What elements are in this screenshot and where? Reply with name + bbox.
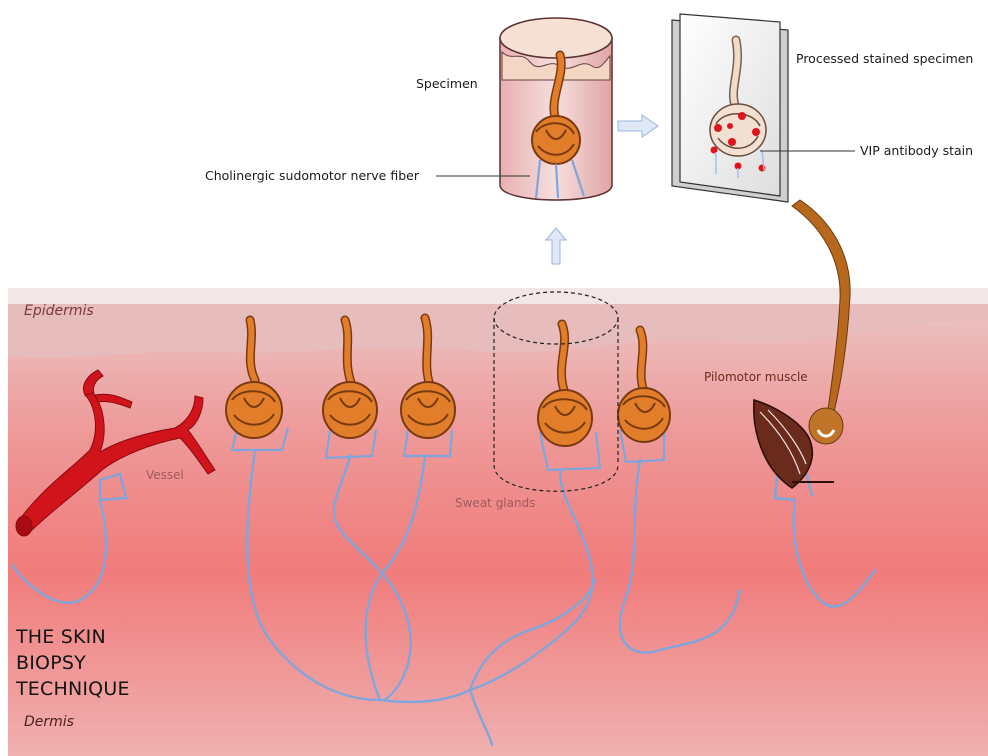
title-line-3: TECHNIQUE xyxy=(16,676,130,702)
specimen-label: Specimen xyxy=(416,76,478,91)
title-line-1: THE SKIN xyxy=(16,624,130,650)
title-line-2: BIOPSY xyxy=(16,650,130,676)
cholinergic-label: Cholinergic sudomotor nerve fiber xyxy=(205,168,419,183)
processed-label: Processed stained specimen xyxy=(796,51,973,66)
vessel-label: Vessel xyxy=(146,468,184,482)
diagram-title: THE SKIN BIOPSY TECHNIQUE xyxy=(16,624,130,702)
sweat-glands-label: Sweat glands xyxy=(455,496,535,510)
right-arrow xyxy=(618,115,658,137)
epidermis-label: Epidermis xyxy=(24,303,94,319)
specimen-cylinder xyxy=(500,18,612,200)
dermis-label: Dermis xyxy=(24,714,74,730)
up-arrow xyxy=(546,228,566,264)
leader-lines xyxy=(436,151,855,176)
vip-label: VIP antibody stain xyxy=(860,143,973,158)
pilomotor-label: Pilomotor muscle xyxy=(704,370,808,384)
glass-slide xyxy=(672,14,788,202)
